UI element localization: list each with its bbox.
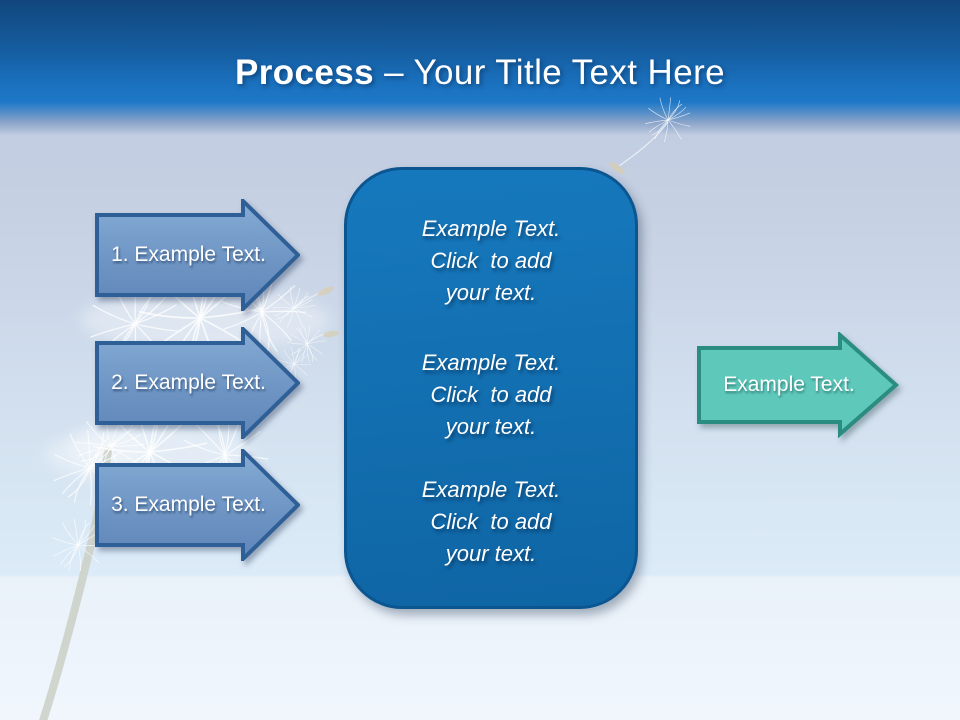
placeholder-line: Example Text.	[421, 350, 561, 375]
center-panel[interactable]: Example Text. Click to add your text. Exam…	[344, 167, 638, 609]
step-arrow-label: 1. Example Text.	[111, 243, 266, 266]
placeholder-line: your text.	[445, 280, 537, 305]
placeholder-line: your text.	[445, 541, 537, 566]
title-keyword: Process	[235, 53, 375, 92]
placeholder-line: Example Text.	[421, 216, 561, 241]
step-arrow-1[interactable]: 1. Example Text.	[95, 199, 300, 311]
title-rest: – Your Title Text Here	[374, 53, 725, 92]
slide-title[interactable]: Process – Your Title Text Here	[0, 53, 960, 93]
result-arrow[interactable]: Example Text.	[697, 332, 899, 438]
step-arrow-label: 3. Example Text.	[111, 493, 266, 516]
right-arrow-shape	[697, 332, 899, 438]
placeholder-line: Click to add	[430, 382, 552, 407]
placeholder-line: Example Text.	[421, 477, 561, 502]
placeholder-line: Click to add	[430, 509, 552, 534]
result-arrow-label: Example Text.	[723, 373, 855, 396]
placeholder-text-block: Example Text. Click to add your text.	[347, 213, 635, 309]
placeholder-line: your text.	[445, 414, 537, 439]
step-arrow-3[interactable]: 3. Example Text.	[95, 449, 300, 561]
placeholder-text-block: Example Text. Click to add your text.	[347, 474, 635, 570]
step-arrow-2[interactable]: 2. Example Text.	[95, 327, 300, 439]
placeholder-line: Click to add	[430, 248, 552, 273]
step-arrow-label: 2. Example Text.	[111, 371, 266, 394]
placeholder-text-block: Example Text. Click to add your text.	[347, 347, 635, 443]
